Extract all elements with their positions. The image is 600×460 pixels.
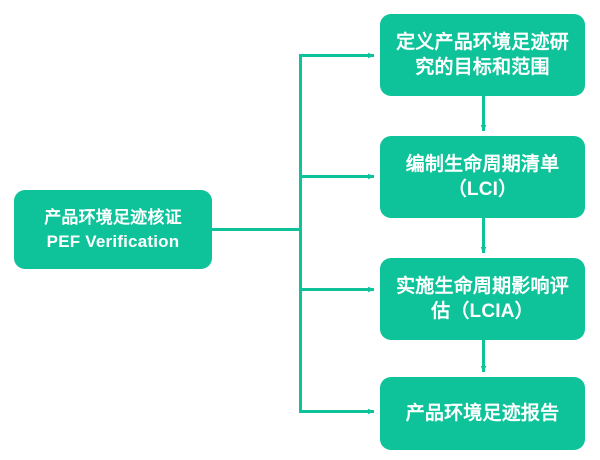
node-step-goal-and-scope-label: 定义产品环境足迹研究的目标和范围 [396,31,569,78]
node-step-lci[interactable]: 编制生命周期清单（LCI） [380,136,585,218]
node-step-pef-report-label: 产品环境足迹报告 [405,402,560,424]
node-step-lcia-label: 实施生命周期影响评估（LCIA） [396,275,569,322]
node-pef-verification-label: 产品环境足迹核证 PEF Verification [44,208,182,251]
node-step-lci-label: 编制生命周期清单（LCI） [405,153,560,200]
node-pef-verification[interactable]: 产品环境足迹核证 PEF Verification [14,190,212,269]
node-step-pef-report[interactable]: 产品环境足迹报告 [380,377,585,450]
node-step-lcia[interactable]: 实施生命周期影响评估（LCIA） [380,258,585,340]
node-step-goal-and-scope[interactable]: 定义产品环境足迹研究的目标和范围 [380,14,585,96]
